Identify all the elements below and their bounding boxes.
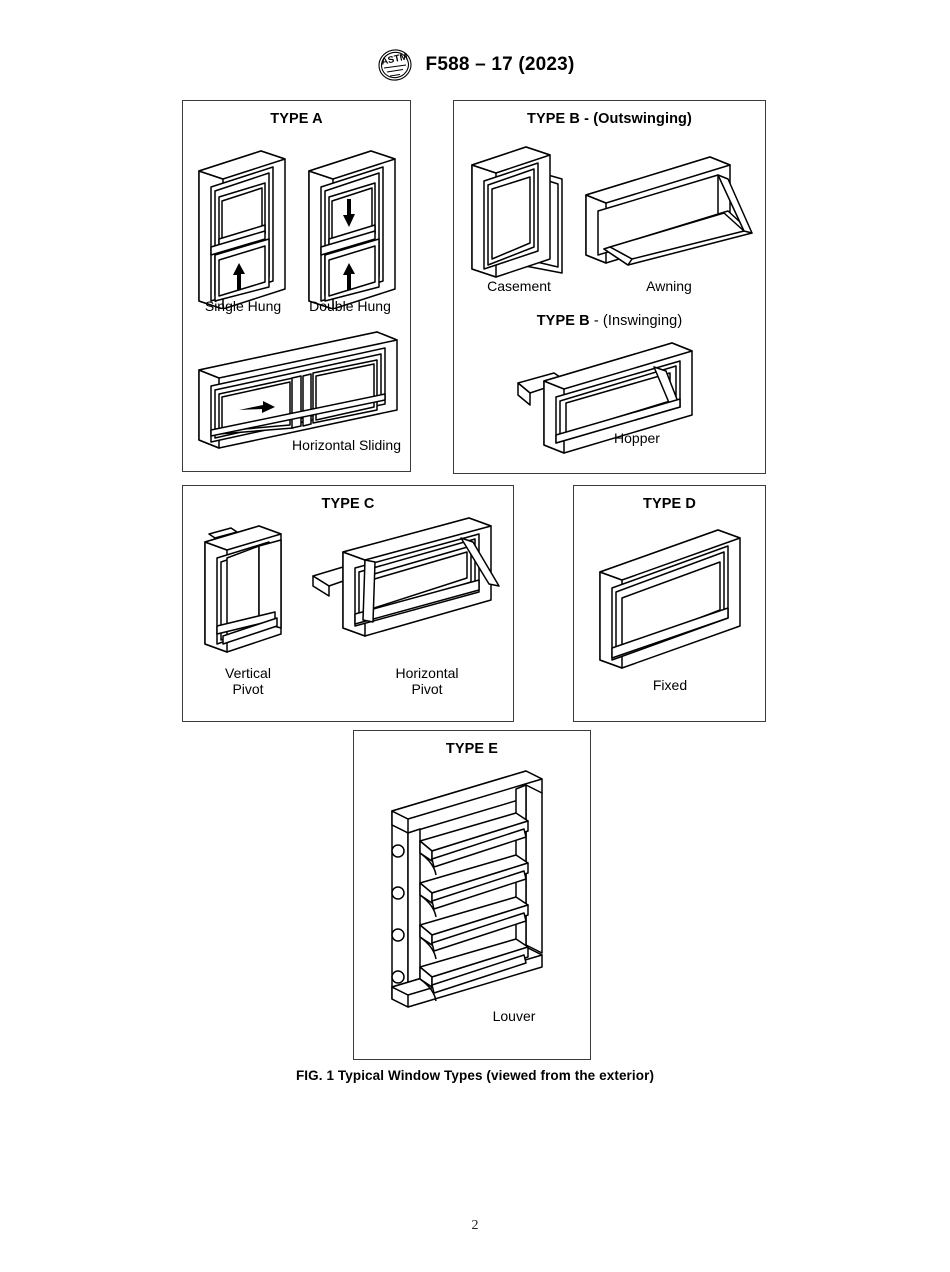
figure-panel-type-d: TYPE D Fixed [573, 485, 766, 722]
label-double-hung: Double Hung [309, 298, 391, 314]
label-single-hung: Single Hung [204, 298, 282, 314]
label-casement: Casement [487, 278, 551, 294]
panel-title-type-b-inswinging: TYPE B - (Inswinging) [454, 313, 765, 329]
arrow-up-double-hung-lower [343, 263, 355, 291]
label-hopper: Hopper [614, 430, 660, 446]
panel-title-type-c: TYPE C [321, 496, 375, 512]
label-horizontal-sliding: Horizontal Sliding [292, 437, 401, 453]
drawing-louver [391, 770, 543, 1008]
figure-panel-type-e: TYPE E [353, 730, 591, 1060]
type-b-in-bold: TYPE B [536, 313, 590, 329]
drawing-casement [471, 146, 563, 278]
arrow-down-double-hung [343, 199, 355, 227]
panel-title-type-b-outswinging: TYPE B - (Outswinging) [527, 111, 692, 127]
page-number: 2 [471, 1218, 479, 1233]
drawing-single-hung-double-hung [198, 150, 396, 309]
label-fixed: Fixed [652, 677, 688, 693]
arrow-right-sliding [239, 401, 275, 413]
label-louver: Louver [492, 1008, 536, 1024]
drawing-horizontal-pivot [312, 517, 500, 637]
type-b-in-rest: - (Inswinging) [589, 313, 683, 329]
label-horizontal-pivot-line1: Horizontal [395, 665, 459, 681]
label-vertical-pivot-line2: Pivot [232, 680, 264, 697]
figure-panel-type-a: TYPE A [182, 100, 411, 472]
standard-designation: F588 – 17 (2023) [425, 54, 575, 75]
page-header: ASTM F588 – 17 (2023) [0, 48, 950, 82]
svg-text:ASTM: ASTM [380, 51, 409, 67]
panel-title-type-a: TYPE A [270, 111, 323, 127]
astm-logo-icon: ASTM [376, 48, 414, 82]
figure-panel-type-b: TYPE B - (Outswinging) Casement [453, 100, 766, 474]
drawing-horizontal-sliding [198, 331, 398, 449]
label-awning: Awning [646, 278, 692, 294]
panel-title-type-e: TYPE E [445, 741, 499, 757]
drawing-vertical-pivot [204, 525, 282, 653]
drawing-awning [585, 156, 753, 266]
figure-caption: FIG. 1 Typical Window Types (viewed from… [295, 1068, 655, 1083]
label-horizontal-pivot-line2: Pivot [411, 680, 443, 697]
drawing-hopper [517, 342, 693, 454]
panel-title-type-d: TYPE D [643, 496, 696, 512]
label-vertical-pivot-line1: Vertical [225, 665, 271, 681]
arrow-up-single-hung [233, 263, 245, 291]
drawing-fixed-window [599, 529, 741, 669]
